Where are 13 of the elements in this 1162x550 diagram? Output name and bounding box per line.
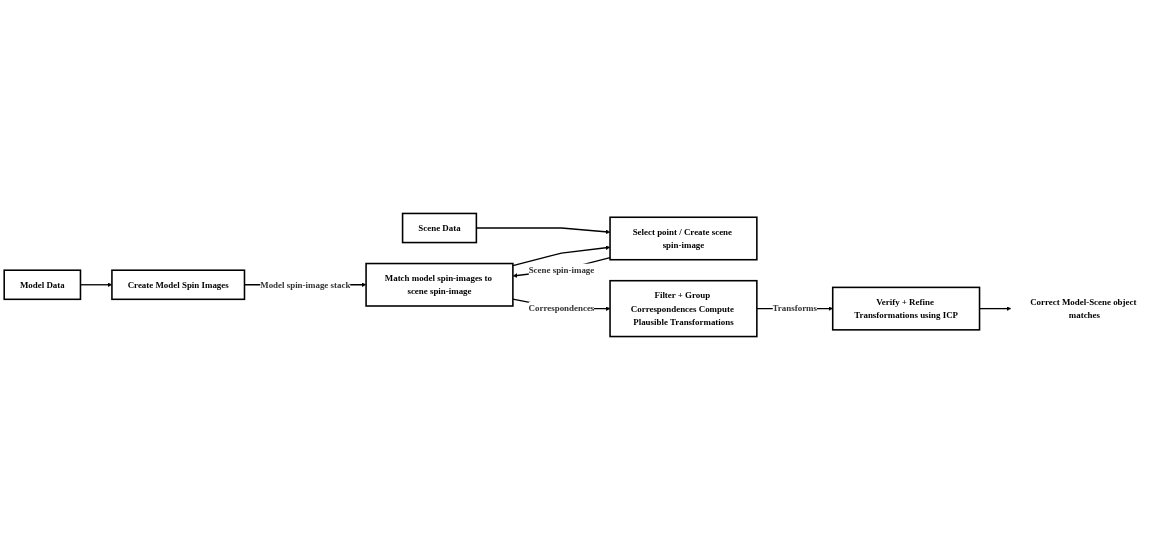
node-box: Model Data [3, 269, 82, 301]
node-box: Select point / Create scene spin-image [609, 216, 758, 261]
node-box: Scene Data [401, 212, 478, 244]
arrow [512, 245, 611, 267]
node-box: Filter + Group Correspondences Compute Plausible Transformations [609, 279, 758, 338]
edge-label: Scene spin-image [528, 265, 595, 276]
node-box: Match model spin-images to scene spin-image [365, 262, 514, 307]
edge-label: Correspondences [528, 303, 595, 314]
node-box: Create Model Spin Images [111, 269, 246, 301]
edge-label: Model spin-image stack [260, 279, 351, 290]
node-text: Correct Model-Scene object matches [1030, 296, 1137, 321]
node-box: Verify + Refine Transformations using ICP [831, 286, 981, 331]
edge-label: Transforms [772, 303, 817, 314]
